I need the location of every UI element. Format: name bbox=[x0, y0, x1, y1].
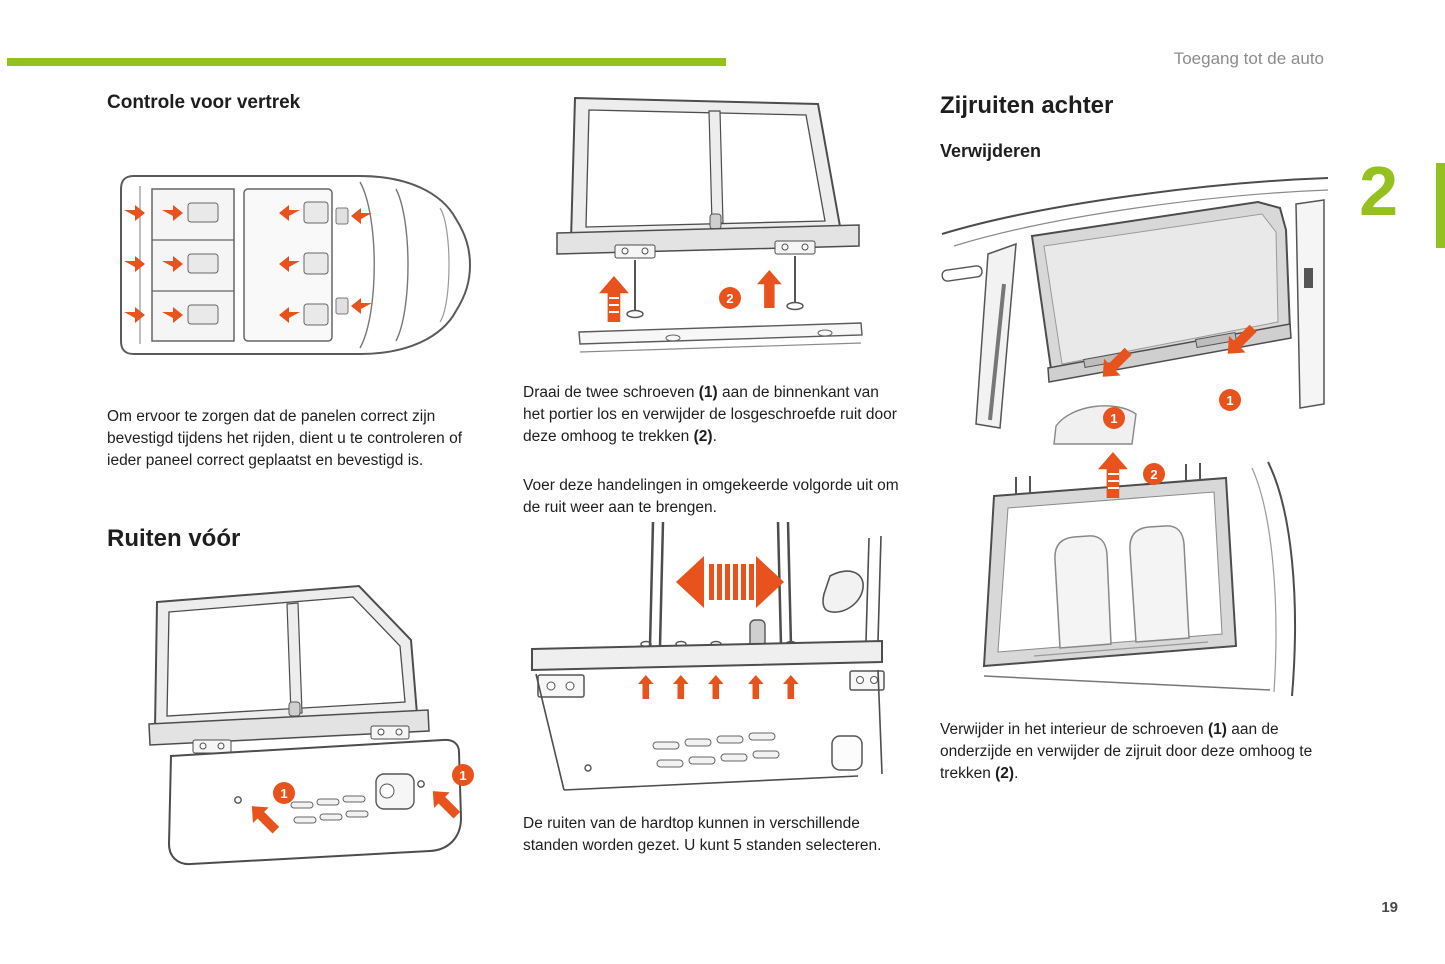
top-accent-bar bbox=[7, 58, 726, 66]
door-brackets bbox=[537, 670, 885, 698]
step-1-badge: 1 bbox=[273, 782, 295, 804]
chapter-accent-tab bbox=[1436, 163, 1445, 248]
step-1-badge: 1 bbox=[1219, 389, 1241, 411]
screws bbox=[634, 256, 796, 310]
pre-departure-text: Om ervoor te zorgen dat de panelen corre… bbox=[107, 407, 463, 469]
step-1-badge: 1 bbox=[452, 764, 474, 786]
step-2-badge: 2 bbox=[719, 287, 741, 309]
chapter-number: 2 bbox=[1359, 152, 1398, 230]
svg-text:1: 1 bbox=[459, 768, 466, 783]
rear-seats bbox=[1033, 525, 1209, 657]
step-2-badge: 2 bbox=[1143, 463, 1165, 485]
seat-belt bbox=[988, 283, 1006, 421]
lift-arrow-right-icon bbox=[757, 270, 782, 308]
illustration-roof-panels-top-view bbox=[120, 175, 472, 355]
rear-pillar bbox=[1295, 199, 1325, 409]
illustration-window-slide-positions bbox=[531, 522, 885, 791]
front-window-refit-text: Voer deze handelingen in omgekeerde volg… bbox=[523, 476, 899, 516]
heading-ruiten-voor: Ruiten vóór bbox=[107, 525, 241, 552]
door-handle-opening bbox=[831, 735, 863, 771]
svg-text:1: 1 bbox=[1226, 393, 1233, 408]
page-number: 19 bbox=[1381, 899, 1398, 916]
door-outline bbox=[535, 535, 883, 791]
illustration-rear-window-unscrew: 1 1 bbox=[941, 177, 1329, 445]
heading-controle-voor-vertrek: Controle voor vertrek bbox=[107, 92, 301, 113]
illustration-rear-window-lift-out: 2 bbox=[982, 452, 1296, 697]
side-mirror bbox=[822, 570, 864, 613]
grab-handle bbox=[941, 265, 983, 282]
illustration-front-window-unscrew: 2 bbox=[556, 96, 863, 353]
door-vent-slots bbox=[290, 795, 369, 824]
illustration-front-door-window: 1 1 bbox=[148, 584, 474, 866]
svg-text:1: 1 bbox=[280, 786, 287, 801]
b-pillar bbox=[975, 242, 1017, 429]
slide-direction-arrow-icon bbox=[676, 556, 784, 608]
window-positions-text: De ruiten van de hardtop kunnen in versc… bbox=[523, 814, 882, 854]
svg-text:2: 2 bbox=[726, 291, 733, 306]
arrow-ridges bbox=[609, 297, 619, 313]
position-arrow-icons bbox=[638, 675, 799, 699]
pane-top-tabs bbox=[1015, 463, 1201, 495]
window-bottom-rail bbox=[148, 709, 430, 746]
seat-back bbox=[1053, 405, 1137, 445]
heading-verwijderen: Verwijderen bbox=[940, 141, 1042, 161]
arrow-ridges bbox=[1108, 473, 1119, 489]
front-window-remove-text: Draai de twee schroeven (1) aan de binne… bbox=[523, 383, 897, 445]
door-top-edge bbox=[578, 322, 863, 345]
window-rail bbox=[531, 639, 883, 672]
running-header: Toegang tot de auto bbox=[1173, 49, 1324, 68]
door-vent-slots bbox=[652, 732, 780, 768]
rear-window-remove-text: Verwijder in het interieur de schroeven … bbox=[940, 720, 1313, 782]
roof-panel-grid bbox=[151, 188, 349, 342]
door-panel bbox=[167, 738, 463, 866]
svg-text:1: 1 bbox=[1110, 411, 1117, 426]
svg-text:2: 2 bbox=[1150, 467, 1157, 482]
heading-zijruiten-achter: Zijruiten achter bbox=[940, 92, 1114, 119]
step-1-badge: 1 bbox=[1103, 407, 1125, 429]
